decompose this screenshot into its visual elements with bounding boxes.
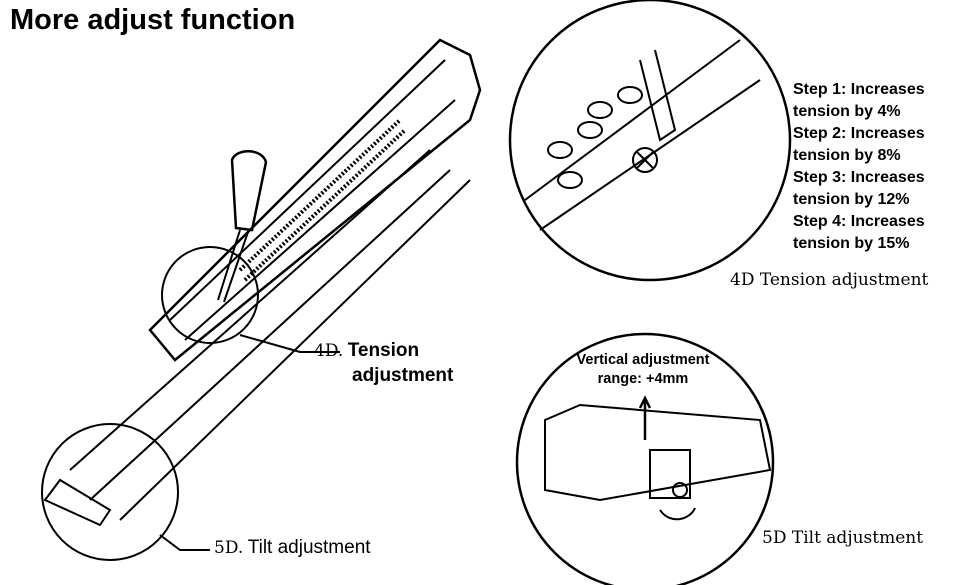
tension-detail-label: 4D Tension adjustment	[730, 270, 929, 290]
step-line: Step 4: Increases	[793, 213, 925, 230]
tension-callout: 4D. Tension	[314, 340, 420, 361]
tilt-leader-line	[159, 534, 210, 551]
tension-leader-line	[239, 334, 340, 353]
tilt-callout: 5D. Tilt adjustment	[214, 537, 371, 558]
tension-callout-line2: adjustment	[352, 365, 454, 386]
step-line: Step 3: Increases	[793, 169, 925, 186]
tilt-zoom-circle	[41, 423, 179, 561]
tension-zoom-circle	[161, 246, 259, 344]
vertical-adjustment-note: Vertical adjustment range: +4mm	[576, 352, 710, 387]
step-line: tension by 8%	[793, 147, 901, 164]
step-line: tension by 12%	[793, 191, 910, 208]
drawer-slide	[43, 38, 482, 527]
step-line: Step 1: Increases	[793, 81, 925, 98]
step-line: tension by 15%	[793, 235, 910, 252]
page-title: More adjust function	[10, 4, 296, 36]
tilt-detail-label: 5D Tilt adjustment	[762, 528, 924, 548]
tilt-detail	[515, 332, 775, 585]
screwdriver	[217, 150, 268, 303]
tension-steps-list: Step 1: Increases tension by 4% Step 2: …	[793, 79, 925, 255]
step-line: tension by 4%	[793, 103, 901, 120]
step-line: Step 2: Increases	[793, 125, 925, 142]
tension-detail	[508, 0, 792, 282]
